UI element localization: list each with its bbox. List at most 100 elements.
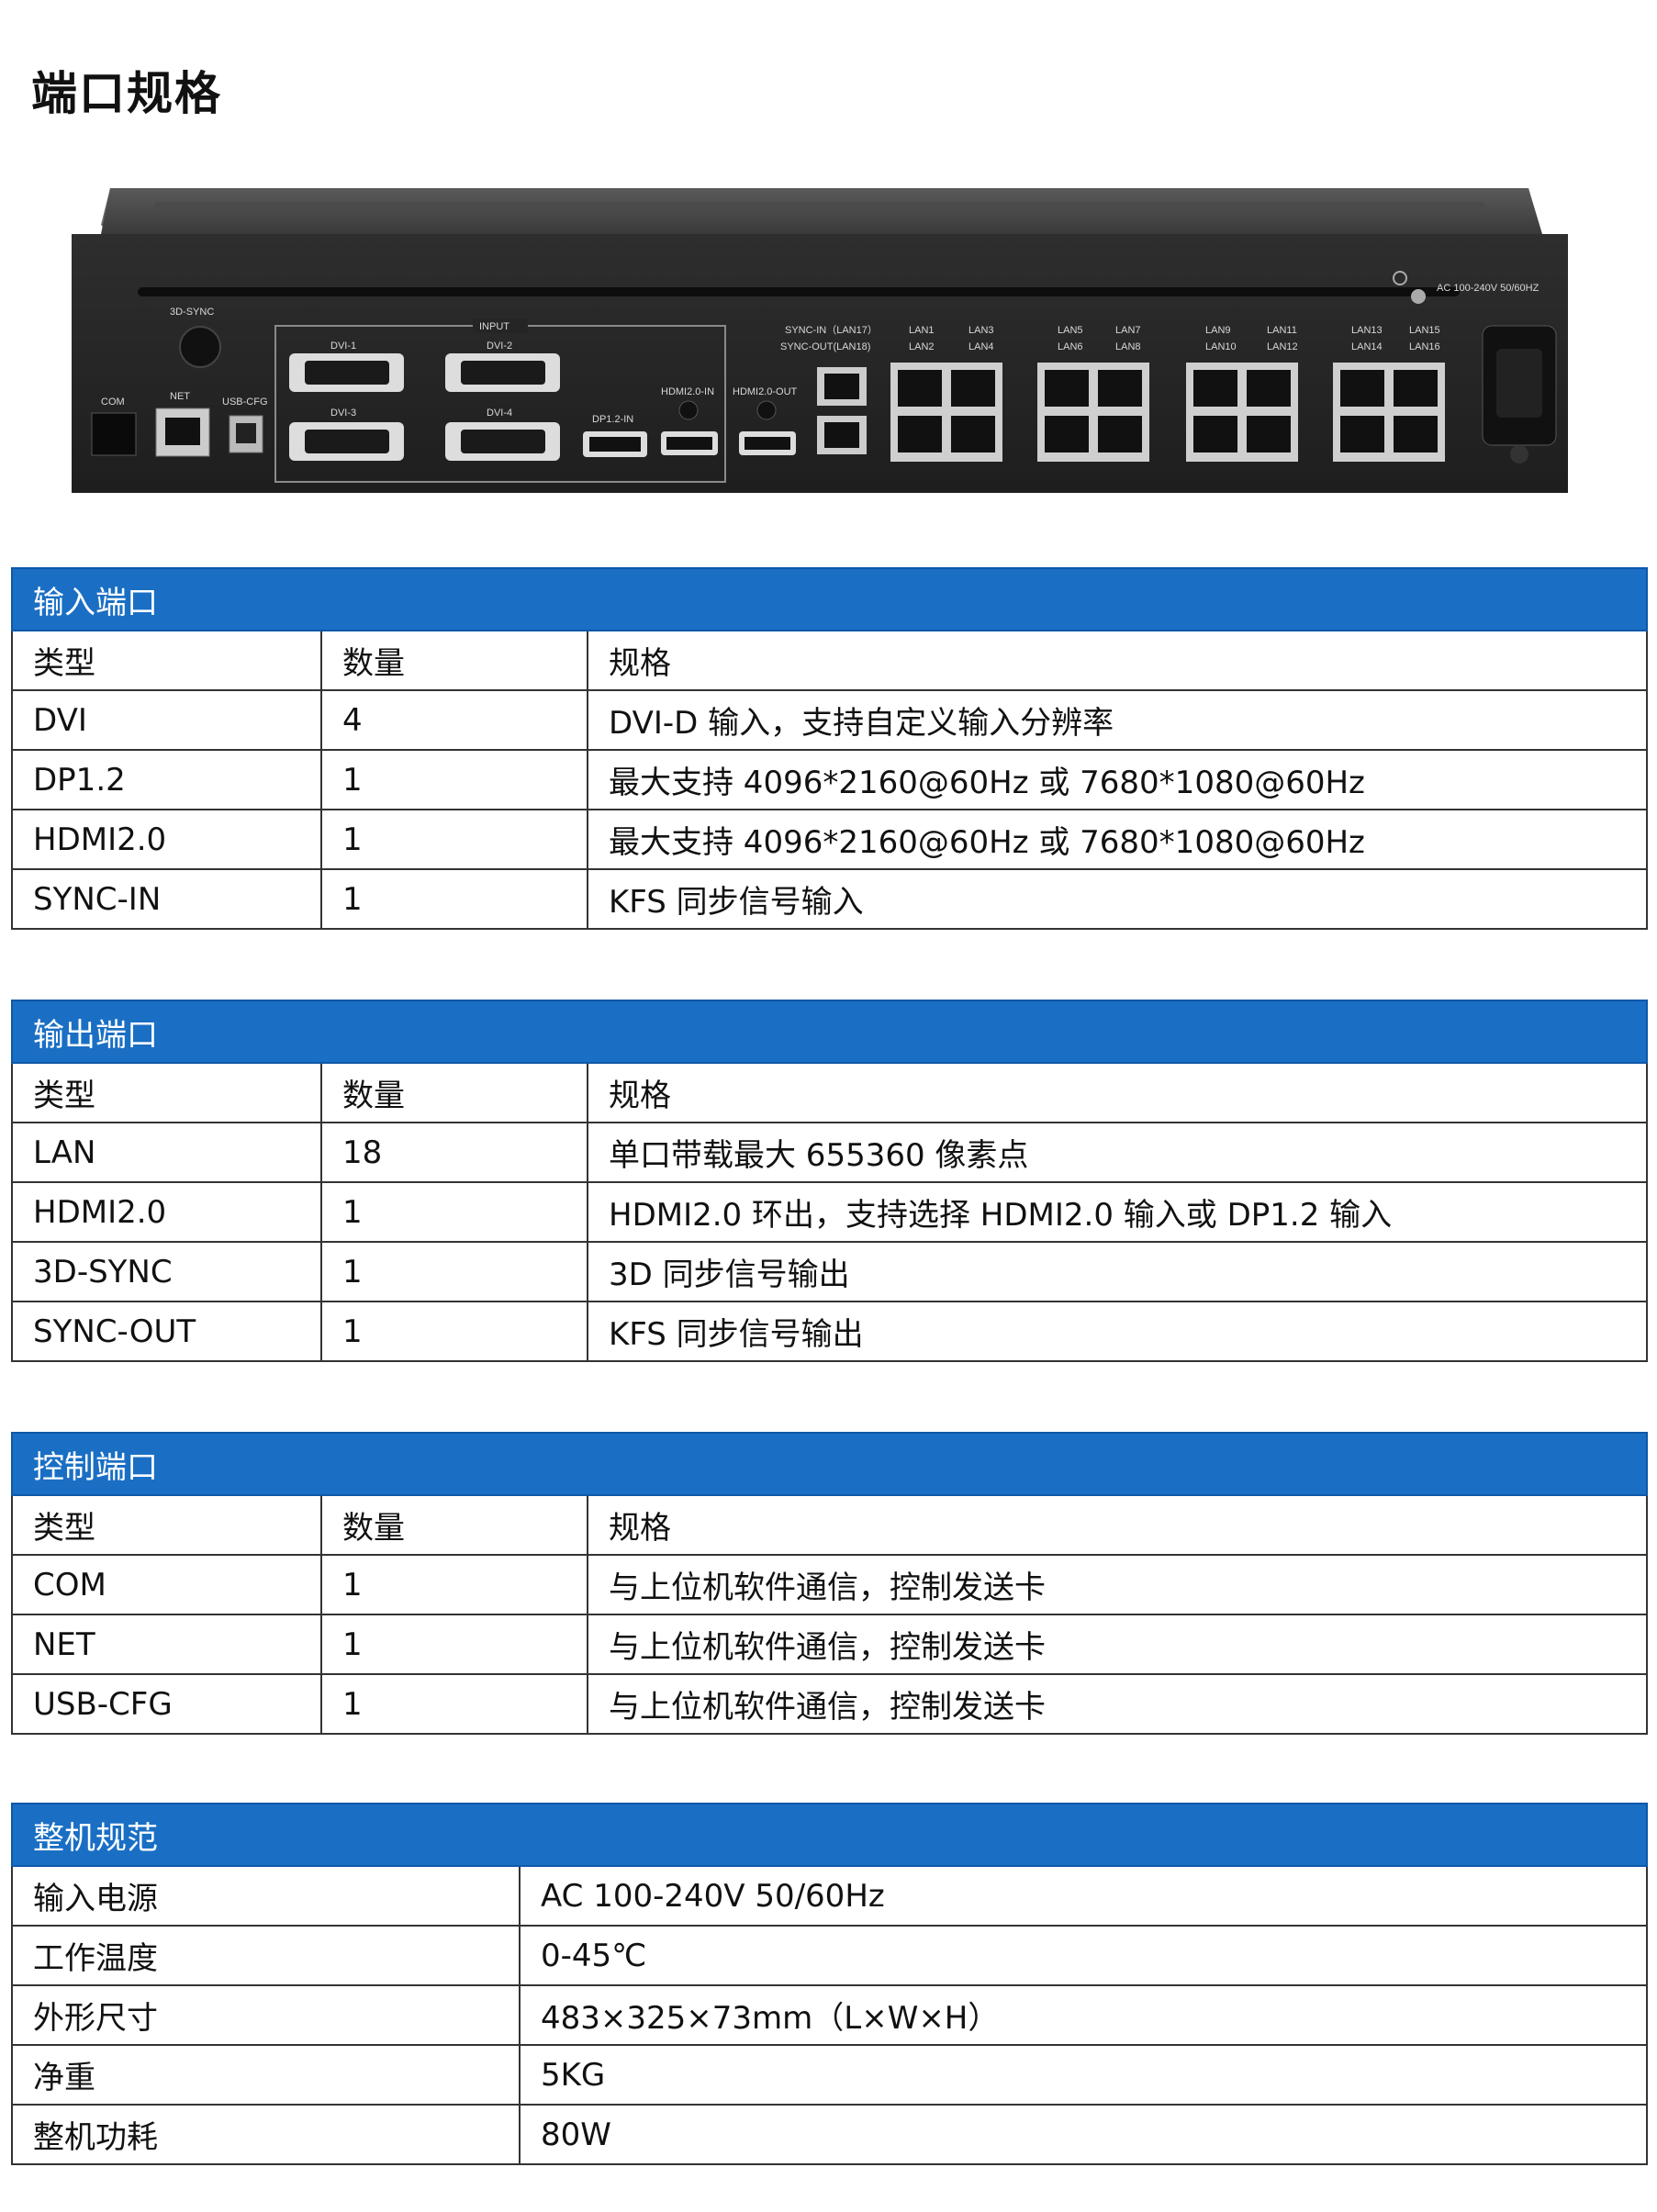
header-cell: 数量	[320, 1494, 588, 1556]
table-cell: 最大支持 4096*2160@60Hz 或 7680*1080@60Hz	[586, 809, 1649, 870]
label-lan-port: LAN6	[1058, 341, 1083, 352]
table-row: USB-CFG 1 与上位机软件通信，控制发送卡	[11, 1673, 1649, 1735]
table-row: SYNC-OUT 1 KFS 同步信号输出	[11, 1301, 1649, 1362]
header-cell: 规格	[586, 630, 1649, 691]
label-hdmi-out: HDMI2.0-OUT	[733, 386, 798, 397]
table-row: SYNC-IN 1 KFS 同步信号输入	[11, 868, 1649, 930]
table-cell: 80W	[519, 2104, 1648, 2165]
table-cell: 与上位机软件通信，控制发送卡	[586, 1614, 1649, 1675]
table-cell: DVI	[11, 689, 322, 751]
port-com	[91, 412, 137, 456]
label-sync-out: SYNC-OUT(LAN18)	[780, 341, 870, 352]
label-lan-port: LAN3	[968, 325, 994, 336]
section-title: 控制端口	[10, 1432, 1649, 1496]
table-row: 整机功耗 80W	[11, 2104, 1648, 2165]
label-lan-port: LAN4	[968, 341, 994, 352]
label-net: NET	[170, 391, 190, 402]
table-row: DVI 4 DVI-D 输入，支持自定义输入分辨率	[11, 689, 1649, 751]
label-dvi3: DVI-3	[330, 408, 356, 419]
table-cell: COM	[11, 1554, 322, 1615]
device-rear-panel: 3D-SYNC COM NET USB-CFG INPUT DVI-1 DVI-…	[72, 188, 1568, 493]
table-row: 外形尺寸 483×325×73mm（L×W×H）	[11, 1984, 1648, 2046]
header-row: 类型 数量 规格	[11, 630, 1649, 691]
label-lan-port: LAN5	[1058, 325, 1083, 336]
table-cell: HDMI2.0	[11, 809, 322, 870]
table-cell: 1	[320, 1554, 588, 1615]
table-row: DP1.2 1 最大支持 4096*2160@60Hz 或 7680*1080@…	[11, 749, 1649, 810]
header-cell: 规格	[586, 1062, 1649, 1123]
table-row: COM 1 与上位机软件通信，控制发送卡	[11, 1554, 1649, 1615]
table-row: LAN 18 单口带载最大 655360 像素点	[11, 1122, 1649, 1183]
label-dvi1: DVI-1	[330, 341, 356, 352]
table-cell: 5KG	[519, 2044, 1648, 2106]
section-title: 整机规范	[11, 1803, 1648, 1867]
label-sync-in: SYNC-IN（LAN17）	[785, 324, 878, 336]
header-cell: 规格	[586, 1494, 1649, 1556]
header-cell: 类型	[11, 1062, 322, 1123]
label-lan-port: LAN1	[909, 325, 935, 336]
table-cell: 1	[320, 1241, 588, 1302]
section-title: 输出端口	[10, 1000, 1649, 1064]
label-input: INPUT	[479, 321, 509, 332]
header-row: 类型 数量 规格	[11, 1062, 1649, 1123]
label-3d-sync: 3D-SYNC	[170, 307, 214, 318]
label-usb-cfg: USB-CFG	[222, 397, 268, 408]
table-cell: SYNC-IN	[11, 868, 322, 930]
table-cell: SYNC-OUT	[11, 1301, 322, 1362]
header-cell: 数量	[320, 630, 588, 691]
table-cell: 最大支持 4096*2160@60Hz 或 7680*1080@60Hz	[586, 749, 1649, 810]
table-cell: 3D 同步信号输出	[586, 1241, 1649, 1302]
label-dvi2: DVI-2	[487, 341, 512, 352]
table-cell: 工作温度	[11, 1925, 521, 1986]
table-cell: 1	[320, 749, 588, 810]
table-cell: 整机功耗	[11, 2104, 521, 2165]
table-cell: 483×325×73mm（L×W×H）	[519, 1984, 1648, 2046]
table-cell: 4	[320, 689, 588, 751]
label-dvi4: DVI-4	[487, 408, 512, 419]
label-power: AC 100-240V 50/60HZ	[1437, 283, 1539, 294]
label-lan-port: LAN10	[1205, 341, 1237, 352]
table-cell: DVI-D 输入，支持自定义输入分辨率	[586, 689, 1649, 751]
ground-icon	[1393, 271, 1407, 285]
label-hdmi-in: HDMI2.0-IN	[661, 386, 714, 397]
table-cell: 18	[320, 1122, 588, 1183]
header-cell: 类型	[11, 1494, 322, 1556]
table-row: 工作温度 0-45℃	[11, 1925, 1648, 1986]
label-com: COM	[101, 397, 125, 408]
label-lan-port: LAN16	[1409, 341, 1440, 352]
label-lan-port: LAN8	[1115, 341, 1141, 352]
table-row: 输入电源 AC 100-240V 50/60Hz	[11, 1865, 1648, 1927]
header-cell: 数量	[320, 1062, 588, 1123]
header-cell: 类型	[11, 630, 322, 691]
table-cell: DP1.2	[11, 749, 322, 810]
control-ports-table: 控制端口 类型 数量 规格 COM 1 与上位机软件通信，控制发送卡 NET 1…	[10, 1432, 1649, 1735]
label-dp12-in: DP1.2-IN	[592, 414, 633, 425]
table-row: 3D-SYNC 1 3D 同步信号输出	[11, 1241, 1649, 1302]
table-cell: 1	[320, 1181, 588, 1243]
table-cell: 输入电源	[11, 1865, 521, 1927]
ground-screw-icon	[1411, 289, 1426, 304]
label-lan-port: LAN9	[1205, 325, 1231, 336]
table-cell: 3D-SYNC	[11, 1241, 322, 1302]
header-row: 类型 数量 规格	[11, 1494, 1649, 1556]
label-lan-port: LAN11	[1267, 325, 1297, 336]
table-cell: 1	[320, 1301, 588, 1362]
table-cell: NET	[11, 1614, 322, 1675]
table-row: HDMI2.0 1 HDMI2.0 环出，支持选择 HDMI2.0 输入或 DP…	[11, 1181, 1649, 1243]
table-cell: LAN	[11, 1122, 322, 1183]
table-cell: USB-CFG	[11, 1673, 322, 1735]
table-cell: 1	[320, 1614, 588, 1675]
table-cell: 1	[320, 809, 588, 870]
label-lan-port: LAN15	[1409, 325, 1440, 336]
table-cell: AC 100-240V 50/60Hz	[519, 1865, 1648, 1927]
label-lan-port: LAN14	[1351, 341, 1383, 352]
input-ports-table: 输入端口 类型 数量 规格 DVI 4 DVI-D 输入，支持自定义输入分辨率 …	[10, 567, 1649, 930]
table-cell: 0-45℃	[519, 1925, 1648, 1986]
table-row: NET 1 与上位机软件通信，控制发送卡	[11, 1614, 1649, 1675]
table-cell: 与上位机软件通信，控制发送卡	[586, 1554, 1649, 1615]
table-cell: 净重	[11, 2044, 521, 2106]
label-lan-port: LAN7	[1115, 325, 1141, 336]
table-cell: 1	[320, 868, 588, 930]
label-lan-port: LAN13	[1351, 325, 1383, 336]
table-cell: 单口带载最大 655360 像素点	[586, 1122, 1649, 1183]
